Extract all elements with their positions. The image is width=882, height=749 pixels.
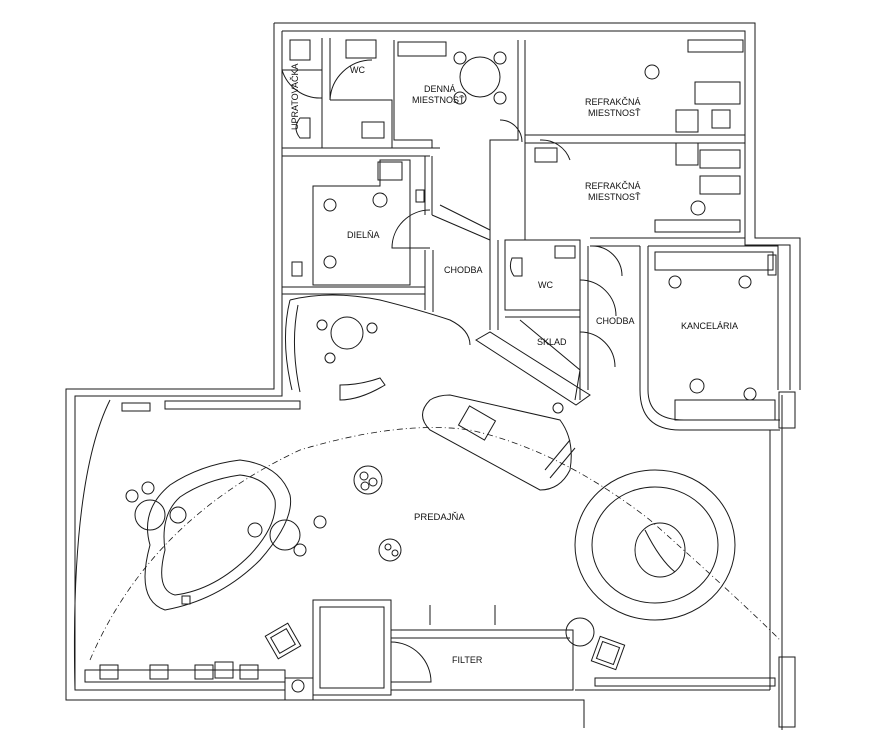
- dining-table: [397, 41, 507, 105]
- curved-alcove: [285, 294, 471, 401]
- room-label-wc-top: WC: [350, 65, 365, 75]
- display-left: [125, 459, 327, 611]
- wc-fixtures: [289, 39, 576, 277]
- room-label-sklad: SKLAD: [537, 337, 567, 347]
- filter-block: [312, 599, 776, 696]
- room-labels: UPRATOVAČKA WC DENNÁ MIESTNOSŤ REFRAKČNÁ…: [290, 63, 738, 665]
- room-label-refr2-1: REFRAKČNÁ: [585, 181, 641, 191]
- armchairs: [264, 622, 626, 671]
- room-label-refr2-2: MIESTNOSŤ: [588, 192, 641, 202]
- room-label-dielna: DIELŇA: [347, 230, 380, 240]
- sales-counter: [422, 319, 591, 491]
- refraction-equipment: [644, 39, 744, 233]
- workshop-furniture: [291, 159, 425, 286]
- room-label-refr1-1: REFRAKČNÁ: [585, 97, 641, 107]
- room-label-filter: FILTER: [452, 655, 483, 665]
- room-label-denna-1: DENNÁ: [424, 84, 456, 94]
- office-furniture: [654, 251, 777, 421]
- room-label-upratovacka: UPRATOVAČKA: [290, 63, 300, 130]
- outer-walls: [65, 22, 801, 730]
- display-right: [574, 469, 736, 621]
- doors: [73, 59, 649, 691]
- room-label-wc-mid: WC: [538, 280, 553, 290]
- room-label-kancelaria: KANCELÁRIA: [681, 321, 738, 331]
- display-stands: [316, 316, 402, 562]
- room-label-refr1-2: MIESTNOSŤ: [588, 108, 641, 118]
- room-label-denna-2: MIESTNOSŤ: [412, 95, 465, 105]
- circulation-path: [89, 427, 781, 661]
- wall-shelves: [84, 400, 301, 683]
- interior-walls: [282, 38, 780, 431]
- room-label-chodba-right: CHODBA: [596, 316, 635, 326]
- room-label-predajna: PREDAJŇA: [414, 512, 465, 523]
- room-label-chodba-left: CHODBA: [444, 265, 483, 275]
